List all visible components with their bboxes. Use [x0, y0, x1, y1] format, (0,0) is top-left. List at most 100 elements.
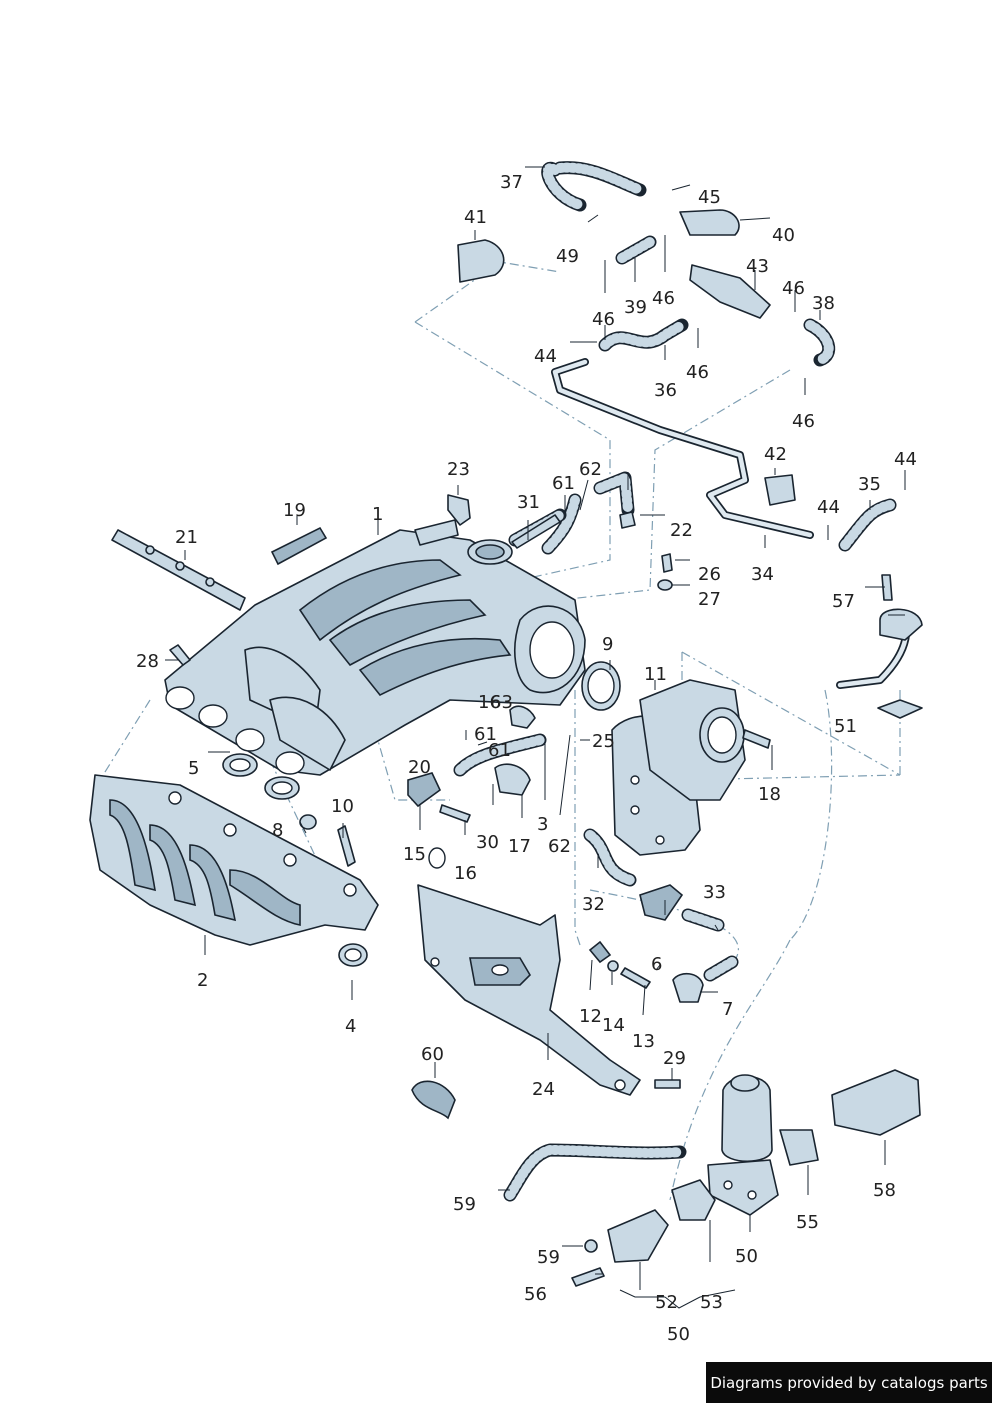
callout-51[interactable]: 53 [700, 1292, 723, 1313]
gasket-5 [222, 753, 300, 800]
callout-57[interactable]: 59 [537, 1247, 560, 1268]
adapter-55 [831, 1069, 921, 1136]
callout-53[interactable]: 56 [524, 1284, 547, 1305]
callout-41[interactable]: 41 [464, 207, 487, 228]
clip-12 [588, 940, 612, 964]
callout-15[interactable]: 15 [403, 844, 426, 865]
valve-62 [509, 705, 536, 729]
callout-17[interactable]: 17 [508, 836, 531, 857]
callout-42[interactable]: 42 [764, 444, 787, 465]
callout-5[interactable]: 5 [188, 758, 199, 779]
valve-33 [639, 884, 684, 921]
callout-50[interactable]: 52 [655, 1292, 678, 1313]
callout-45[interactable]: 44 [534, 346, 557, 367]
throttle-body [611, 679, 746, 856]
callout-50[interactable]: 51 [834, 716, 857, 737]
callout-49[interactable]: 50 [667, 1324, 690, 1345]
callout-29[interactable]: 29 [663, 1048, 686, 1069]
callout-19[interactable]: 19 [283, 500, 306, 521]
callout-37[interactable]: 37 [500, 172, 523, 193]
credit-banner: Diagrams provided by catalogs parts [706, 1362, 992, 1403]
callout-47[interactable]: 49 [556, 246, 579, 267]
callout-8[interactable]: 8 [272, 820, 283, 841]
callout-labels: 37 45 41 40 49 43 46 38 46 39 46 44 46 3… [136, 172, 917, 1345]
clamp-26 [661, 553, 673, 573]
callout-4[interactable]: 4 [345, 1016, 356, 1037]
callout-22[interactable]: 22 [670, 520, 693, 541]
intake-manifold [164, 519, 586, 776]
support-bracket [417, 847, 641, 1096]
callout-36[interactable]: 36 [654, 380, 677, 401]
callout-3[interactable]: 3 [537, 814, 548, 835]
callout-46[interactable]: 46 [686, 362, 709, 383]
lower-manifold [89, 774, 379, 946]
callout-55[interactable]: 58 [873, 1180, 896, 1201]
callout-61[interactable]: 62 [579, 459, 602, 480]
callout-31[interactable]: 31 [517, 492, 540, 513]
nut-57 [584, 1239, 598, 1253]
callout-46[interactable]: 45 [698, 187, 721, 208]
callout-16[interactable]: 16 [478, 692, 501, 713]
callout-34[interactable]: 34 [751, 564, 774, 585]
callout-40[interactable]: 40 [772, 225, 795, 246]
callout-33[interactable]: 33 [703, 882, 726, 903]
callout-48[interactable]: 50 [735, 1246, 758, 1267]
callout-46[interactable]: 46 [592, 309, 615, 330]
callout-59[interactable]: 61 [552, 473, 575, 494]
gasket-50-top [877, 699, 923, 719]
callout-24[interactable]: 24 [532, 1079, 555, 1100]
callout-21[interactable]: 21 [175, 527, 198, 548]
callout-18[interactable]: 18 [758, 784, 781, 805]
callout-43[interactable]: 43 [746, 256, 769, 277]
callout-26[interactable]: 26 [698, 564, 721, 585]
callout-32[interactable]: 32 [582, 894, 605, 915]
gasket-51 [671, 1179, 716, 1221]
fuel-rail [111, 529, 246, 611]
callout-27[interactable]: 27 [698, 589, 721, 610]
callout-44[interactable]: 44 [894, 449, 917, 470]
callout-54[interactable]: 57 [832, 591, 855, 612]
callout-28[interactable]: 28 [136, 651, 159, 672]
callout-11[interactable]: 11 [644, 664, 667, 685]
egr-valve [707, 1074, 779, 1216]
callout-16[interactable]: 16 [454, 863, 477, 884]
callout-44[interactable]: 44 [817, 497, 840, 518]
callout-56[interactable]: 59 [453, 1194, 476, 1215]
callout-59[interactable]: 61 [474, 724, 497, 745]
valve-43 [689, 264, 771, 319]
bolt-30 [439, 804, 471, 823]
callout-35[interactable]: 35 [858, 474, 881, 495]
washer-14 [607, 960, 619, 972]
callout-20[interactable]: 20 [408, 757, 431, 778]
clamp-27 [657, 579, 673, 591]
callout-9[interactable]: 9 [602, 634, 613, 655]
callout-12[interactable]: 12 [579, 1006, 602, 1027]
valve-7 [672, 972, 704, 1003]
callout-2[interactable]: 2 [197, 970, 208, 991]
callout-25[interactable]: 25 [592, 731, 615, 752]
callout-46[interactable]: 46 [652, 288, 675, 309]
callout-30[interactable]: 30 [476, 832, 499, 853]
callout-61[interactable]: 62 [548, 836, 571, 857]
callout-23[interactable]: 23 [447, 459, 470, 480]
bolt-28 [169, 644, 191, 666]
callout-38[interactable]: 38 [812, 293, 835, 314]
callout-14[interactable]: 14 [602, 1015, 625, 1036]
callout-52[interactable]: 55 [796, 1212, 819, 1233]
sensor-17 [494, 763, 531, 796]
bolt-10 [337, 825, 356, 867]
callout-60[interactable]: 61 [488, 740, 511, 761]
callout-62[interactable]: 63 [490, 692, 513, 713]
callout-39[interactable]: 39 [624, 297, 647, 318]
clip-19 [270, 526, 328, 566]
callout-46[interactable]: 46 [792, 411, 815, 432]
callout-6[interactable]: 6 [651, 954, 662, 975]
callout-13[interactable]: 13 [632, 1031, 655, 1052]
callout-46[interactable]: 46 [782, 278, 805, 299]
callout-58[interactable]: 60 [421, 1044, 444, 1065]
elbow-54 [879, 608, 923, 641]
flange-50 [607, 1209, 669, 1263]
callout-7[interactable]: 7 [722, 999, 733, 1020]
callout-10[interactable]: 10 [331, 796, 354, 817]
callout-1[interactable]: 1 [372, 504, 383, 525]
